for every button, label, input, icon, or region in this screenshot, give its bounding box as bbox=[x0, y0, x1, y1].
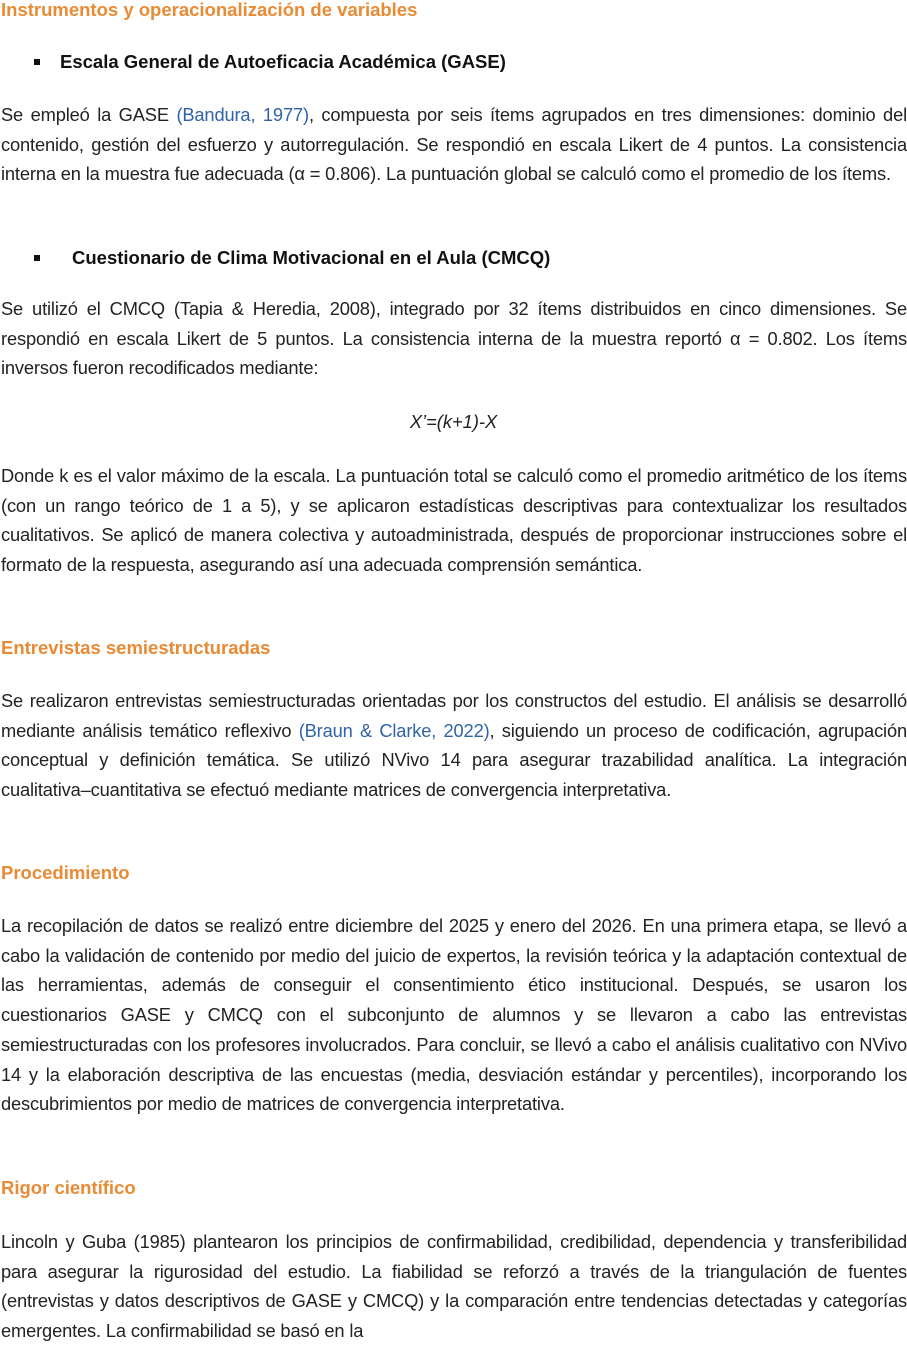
bullet-square-icon bbox=[34, 255, 40, 261]
bullet-square-icon bbox=[34, 59, 40, 65]
section-heading-procedimiento: Procedimiento bbox=[1, 862, 130, 883]
rigor-paragraph: Lincoln y Guba (1985) plantearon los pri… bbox=[1, 1231, 907, 1342]
gase-title: Escala General de Autoeficacia Académica… bbox=[60, 51, 506, 72]
section-heading-instrumentos: Instrumentos y operacionalización de var… bbox=[1, 0, 418, 20]
subsection-heading-gase: Escala General de Autoeficacia Académica… bbox=[34, 50, 506, 74]
cmcq-paragraph: Se utilizó el CMCQ (Tapia & Heredia, 200… bbox=[1, 298, 907, 379]
procedimiento-paragraph: La recopilación de datos se realizó entr… bbox=[1, 915, 907, 1115]
gase-text-start: Se empleó la GASE bbox=[1, 104, 177, 125]
cmcq-title: Cuestionario de Clima Motivacional en el… bbox=[72, 247, 551, 268]
entrevistas-paragraph: Se realizaron entrevistas semiestructura… bbox=[1, 686, 907, 805]
gase-paragraph: Se empleó la GASE (Bandura, 1977), compu… bbox=[1, 100, 907, 189]
entrevistas-text-end: , siguiendo un proceso de codificación, … bbox=[1, 719, 907, 801]
cmcq-paragraph-2: Donde k es el valor máximo de la escala.… bbox=[1, 465, 907, 576]
subsection-heading-cmcq: Cuestionario de Clima Motivacional en el… bbox=[34, 246, 550, 270]
citation-braun-clarke: (Braun & Clarke, 2022) bbox=[298, 719, 490, 741]
recode-formula: X’=(k+1)-X bbox=[409, 411, 498, 432]
section-heading-entrevistas: Entrevistas semiestructuradas bbox=[1, 637, 271, 658]
citation-bandura: (Bandura, 1977) bbox=[176, 104, 309, 125]
section-heading-rigor: Rigor científico bbox=[1, 1177, 136, 1198]
gase-text-end: , compuesta por seis ítems agrupados en … bbox=[1, 104, 907, 185]
entrevistas-text-start: Se realizaron entrevistas semiestructura… bbox=[1, 690, 907, 741]
